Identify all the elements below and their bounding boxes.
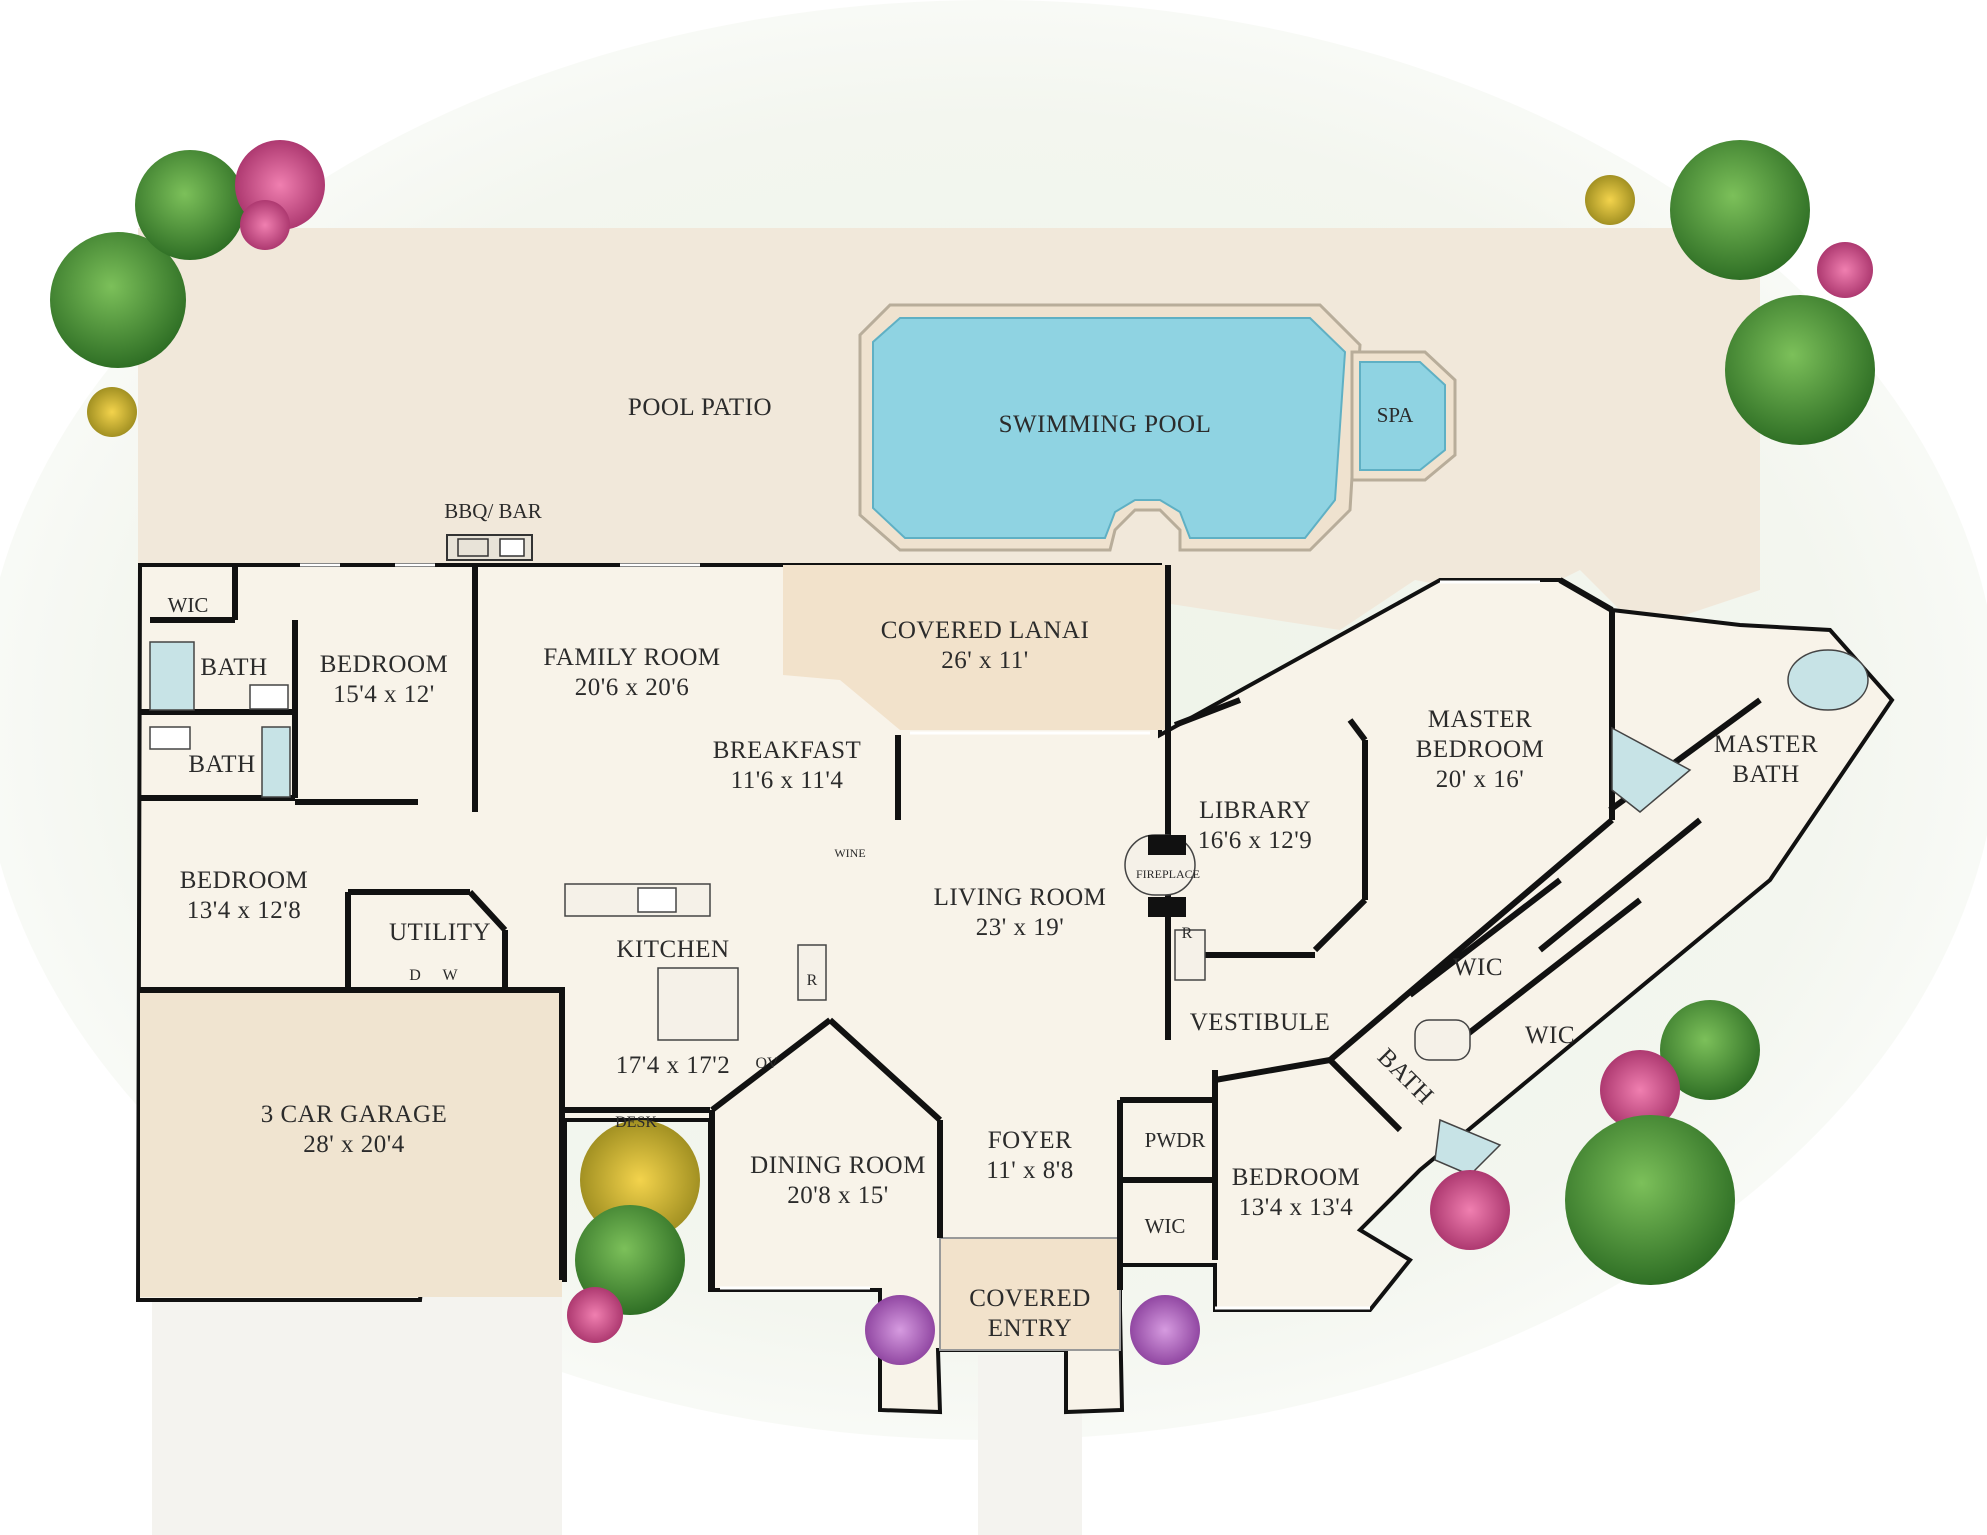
fireplace-block-top <box>1148 835 1186 855</box>
covered-lanai-size: 26' x 11' <box>941 647 1029 674</box>
fireplace-label: FIREPLACE <box>1136 867 1200 881</box>
master-bath-line1: MASTER <box>1714 731 1818 758</box>
spa <box>1359 361 1446 471</box>
pwdr-label: PWDR <box>1145 1128 1206 1152</box>
windows <box>300 563 1540 1310</box>
foyer-size: 11' x 8'8 <box>986 1157 1074 1184</box>
breakfast-name: BREAKFAST <box>713 737 862 764</box>
wic-master-2-label: WIC <box>1525 1022 1575 1049</box>
covered-entry-line1: COVERED <box>969 1285 1091 1312</box>
wic-pwdr-label: WIC <box>1145 1214 1186 1238</box>
bath-upper-left-label: BATH <box>200 654 267 681</box>
swimming-pool-label: SWIMMING POOL <box>999 411 1212 438</box>
bbq-bar-label: BBQ/ BAR <box>444 499 541 523</box>
master-bath-line2: BATH <box>1732 761 1799 788</box>
garage-area <box>140 992 562 1297</box>
bedroom-se-name: BEDROOM <box>1232 1164 1361 1191</box>
bbq-grill <box>457 538 489 557</box>
interior-walls <box>140 565 1762 1290</box>
bedroom-w-name: BEDROOM <box>180 867 309 894</box>
kitchen-size: 17'4 x 17'2 <box>616 1052 731 1079</box>
bedroom-nw-size: 15'4 x 12' <box>333 681 435 708</box>
driveway <box>152 1280 562 1535</box>
washer-label: W <box>442 967 458 984</box>
garage-size: 28' x 20'4 <box>303 1131 405 1158</box>
family-room-size: 20'6 x 20'6 <box>575 674 690 701</box>
wic-master-1-label: WIC <box>1453 954 1503 981</box>
dining-room-name: DINING ROOM <box>750 1152 926 1179</box>
dining-room-size: 20'8 x 15' <box>787 1182 889 1209</box>
desk-label: DESK <box>615 1114 657 1131</box>
library-size: 16'6 x 12'9 <box>1198 827 1313 854</box>
vestibule-label: VESTIBULE <box>1190 1009 1331 1036</box>
fireplace-block-bottom <box>1148 897 1186 917</box>
garage-name: 3 CAR GARAGE <box>261 1101 448 1128</box>
covered-lanai-name: COVERED LANAI <box>881 617 1090 644</box>
bedroom-se-size: 13'4 x 13'4 <box>1239 1194 1354 1221</box>
spa-label: SPA <box>1377 403 1414 427</box>
bar-fridge-label: R <box>1182 925 1193 942</box>
kitchen-fridge-label: R <box>807 972 818 989</box>
living-room-size: 23' x 19' <box>976 914 1065 941</box>
oven-label: OV <box>755 1055 779 1072</box>
master-bedroom-size: 20' x 16' <box>1436 766 1525 793</box>
landscaping <box>50 140 1875 1365</box>
covered-entry-line2: ENTRY <box>988 1315 1072 1342</box>
master-bedroom-line1: MASTER <box>1428 706 1532 733</box>
library-name: LIBRARY <box>1199 797 1311 824</box>
wine-label: WINE <box>834 846 865 860</box>
kitchen-name: KITCHEN <box>616 936 729 963</box>
bath-lower-left-label: BATH <box>188 751 255 778</box>
swimming-pool <box>872 317 1347 539</box>
pool-patio-label: POOL PATIO <box>628 394 772 421</box>
dryer-label: D <box>409 967 421 984</box>
wic-left-label: WIC <box>168 593 209 617</box>
fixtures <box>149 641 1869 1176</box>
covered-lanai-area <box>783 565 1170 730</box>
bedroom-nw-name: BEDROOM <box>320 651 449 678</box>
family-room-name: FAMILY ROOM <box>543 644 720 671</box>
covered-entry-area <box>939 1237 1121 1351</box>
master-bedroom-line2: BEDROOM <box>1416 736 1545 763</box>
breakfast-size: 11'6 x 11'4 <box>731 767 844 794</box>
bar-sink <box>499 538 525 557</box>
utility-label: UTILITY <box>389 919 491 946</box>
living-room-name: LIVING ROOM <box>934 884 1107 911</box>
foyer-name: FOYER <box>988 1127 1072 1154</box>
bedroom-w-size: 13'4 x 12'8 <box>187 897 302 924</box>
